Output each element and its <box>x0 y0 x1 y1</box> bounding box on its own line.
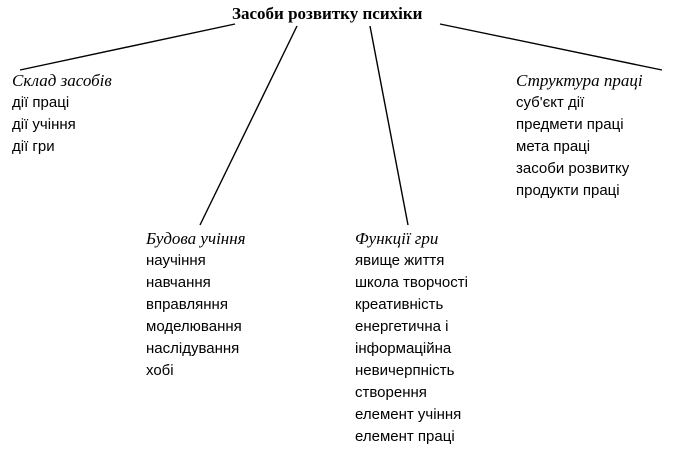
branch-item: дії гри <box>12 138 55 155</box>
branch-item: елемент учіння <box>355 406 462 423</box>
branch-item: креативність <box>355 296 444 313</box>
branch-item: вправляння <box>146 296 228 313</box>
connector-line-0 <box>19 23 236 71</box>
branch-item: хобі <box>146 362 174 379</box>
branch-item: енергетична і <box>355 318 449 335</box>
branch-item: школа творчості <box>355 274 468 291</box>
branch-item: моделювання <box>146 318 242 335</box>
branch-item: дії учіння <box>12 116 76 133</box>
branch-item: предмети праці <box>516 116 624 133</box>
branch-heading: Склад засобів <box>12 71 112 90</box>
branch-item-list: научіння навчання вправляння моделювання нас… <box>146 250 246 382</box>
branch-item: створення <box>355 384 427 401</box>
branch-structure-of-work: Структура праці суб'єкт дії предмети прац… <box>516 70 643 202</box>
diagram-title: Засоби розвитку психіки <box>232 4 423 23</box>
branch-item: засоби розвитку <box>516 160 630 177</box>
branch-item-list: дії праці дії учіння дії гри <box>12 92 112 158</box>
branch-item: мета праці <box>516 138 591 155</box>
branch-heading: Функції гри <box>355 229 439 248</box>
branch-heading: Будова учіння <box>146 229 246 248</box>
connector-line-2 <box>369 25 409 226</box>
branch-composition-of-means: Склад засобів дії праці дії учіння дії гри <box>12 70 112 158</box>
branch-item: навчання <box>146 274 211 291</box>
branch-structure-of-learning: Будова учіння научіння навчання вправляння… <box>146 228 246 382</box>
branch-item: дії праці <box>12 94 70 111</box>
branch-item: елемент праці <box>355 428 455 445</box>
branch-item: наслідування <box>146 340 240 357</box>
branch-item-list: явище життя школа творчості креативність ен… <box>355 250 468 448</box>
branch-functions-of-play: Функції гри явище життя школа творчості кр… <box>355 228 468 448</box>
branch-item: явище життя <box>355 252 445 269</box>
connector-line-1 <box>199 25 298 226</box>
branch-item: продукти праці <box>516 182 620 199</box>
branch-item: невичерпність <box>355 362 455 379</box>
branch-item: научіння <box>146 252 206 269</box>
branch-heading: Структура праці <box>516 71 643 90</box>
branch-item: суб'єкт дії <box>516 94 585 111</box>
branch-item-list: суб'єкт дії предмети праці мета праці засоб… <box>516 92 643 202</box>
connector-line-3 <box>439 23 663 71</box>
branch-item: інформаційна <box>355 340 452 357</box>
